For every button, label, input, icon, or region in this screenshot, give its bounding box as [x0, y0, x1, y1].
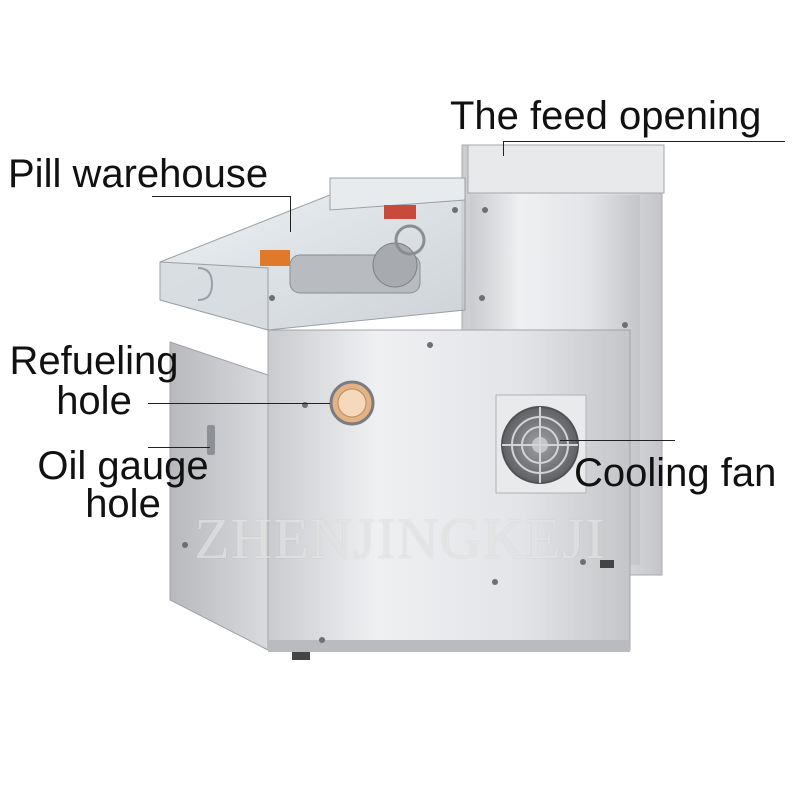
label-refueling-hole-1: Refueling — [9, 339, 179, 383]
leader-feed-opening-v — [503, 141, 504, 156]
warning-sticker — [384, 205, 416, 219]
foot-left — [292, 652, 310, 660]
refueling-hole-inner — [337, 388, 367, 418]
screws — [182, 207, 628, 643]
leader-refueling-hole — [148, 403, 330, 404]
leader-pill-warehouse-h — [152, 196, 290, 197]
hopper-cutout — [197, 267, 214, 301]
label-feed-opening: The feed opening — [450, 94, 762, 138]
internal-gear — [372, 242, 418, 288]
leader-feed-opening-h — [503, 141, 785, 142]
base-strip — [268, 640, 630, 652]
label-oil-gauge-hole-1: Oil gauge — [37, 444, 209, 488]
hopper-front-wall — [159, 261, 269, 331]
label-oil-gauge-hole-2: hole — [85, 482, 161, 526]
glass-top-panel — [329, 177, 466, 211]
label-cooling-fan: Cooling fan — [574, 451, 777, 495]
label-pill-warehouse: Pill warehouse — [8, 152, 269, 196]
orange-sticker — [260, 250, 290, 266]
foot-right — [600, 560, 614, 568]
leader-cooling-fan — [560, 440, 675, 441]
label-refueling-hole-2: hole — [56, 379, 132, 423]
leader-oil-gauge-hole — [148, 447, 210, 448]
feed-opening-lid — [467, 144, 665, 194]
leader-pill-warehouse-v — [290, 196, 291, 232]
internal-wheel — [394, 224, 426, 256]
watermark: ZHENJINGKEJI — [194, 506, 606, 571]
